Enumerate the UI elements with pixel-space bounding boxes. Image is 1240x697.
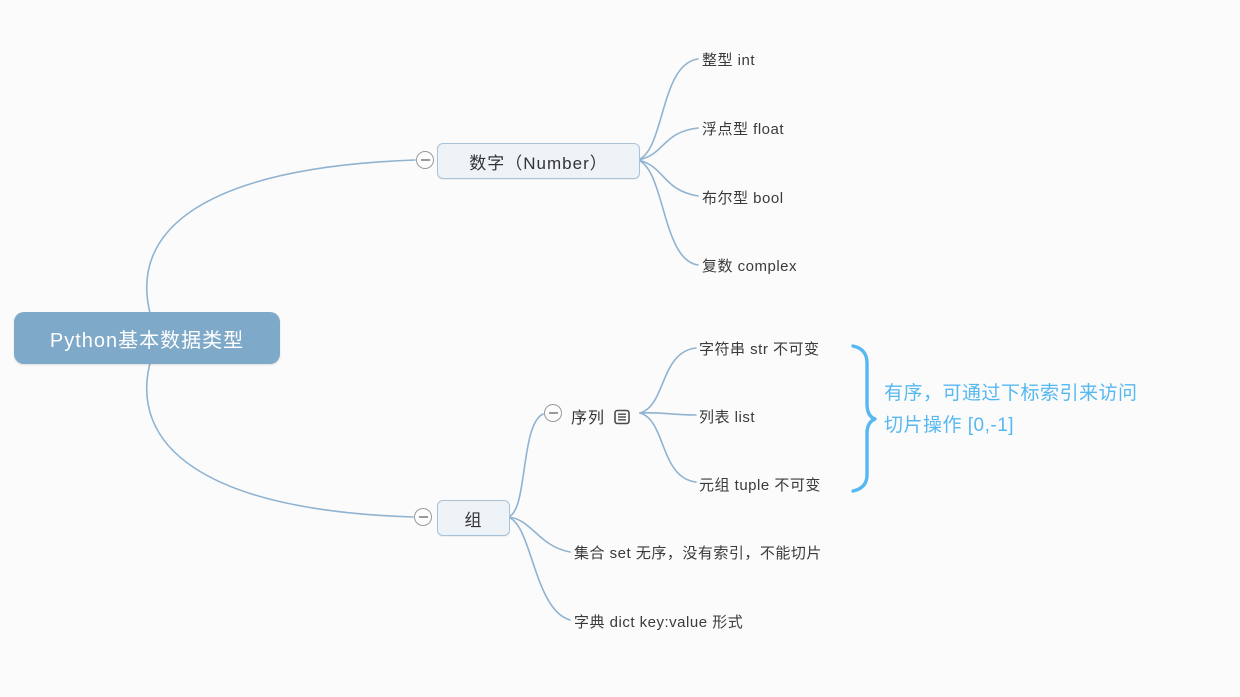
minus-icon bbox=[420, 159, 430, 161]
topic-set[interactable]: 集合 set 无序，没有索引，不能切片 bbox=[574, 545, 822, 562]
topic-str[interactable]: 字符串 str 不可变 bbox=[699, 341, 820, 358]
topic-tuple[interactable]: 元组 tuple 不可变 bbox=[699, 477, 821, 494]
link-number-int bbox=[637, 58, 699, 161]
collapse-button-number[interactable] bbox=[416, 151, 434, 169]
link-number-bool bbox=[637, 159, 699, 197]
collapse-button-sequence[interactable] bbox=[544, 404, 562, 422]
link-root-group bbox=[145, 362, 414, 518]
summary-annotation-line1: 有序，可通过下标索引来访问 bbox=[884, 383, 1138, 404]
topic-sequence-label: 序列 bbox=[571, 410, 606, 427]
collapse-button-group[interactable] bbox=[414, 508, 432, 526]
link-sequence-list bbox=[639, 411, 697, 416]
link-number-float bbox=[637, 127, 699, 161]
minus-icon bbox=[548, 412, 558, 414]
topic-float[interactable]: 浮点型 float bbox=[702, 121, 785, 138]
link-sequence-str bbox=[639, 347, 697, 414]
root-topic[interactable]: Python基本数据类型 bbox=[14, 312, 280, 364]
minus-icon bbox=[418, 516, 428, 518]
link-root-number bbox=[145, 159, 416, 314]
topic-int[interactable]: 整型 int bbox=[702, 52, 756, 69]
topic-number[interactable]: 数字（Number） bbox=[437, 143, 640, 179]
notes-icon[interactable] bbox=[613, 408, 631, 426]
summary-annotation-line2: 切片操作 [0,-1] bbox=[884, 415, 1015, 436]
topic-dict[interactable]: 字典 dict key:value 形式 bbox=[574, 614, 744, 631]
link-group-set bbox=[507, 516, 571, 553]
link-sequence-tuple bbox=[639, 412, 697, 483]
topic-sequence[interactable]: 序列 bbox=[571, 404, 631, 428]
topic-bool[interactable]: 布尔型 bool bbox=[702, 190, 784, 207]
link-number-complex bbox=[637, 159, 699, 266]
link-group-dict bbox=[507, 516, 571, 621]
summary-brace bbox=[851, 344, 877, 493]
link-group-sequence bbox=[507, 413, 544, 518]
topic-complex[interactable]: 复数 complex bbox=[702, 258, 798, 275]
topic-list[interactable]: 列表 list bbox=[699, 409, 756, 426]
topic-group[interactable]: 组 bbox=[437, 500, 510, 536]
summary-annotation[interactable]: 有序，可通过下标索引来访问 切片操作 [0,-1] bbox=[884, 378, 1220, 442]
